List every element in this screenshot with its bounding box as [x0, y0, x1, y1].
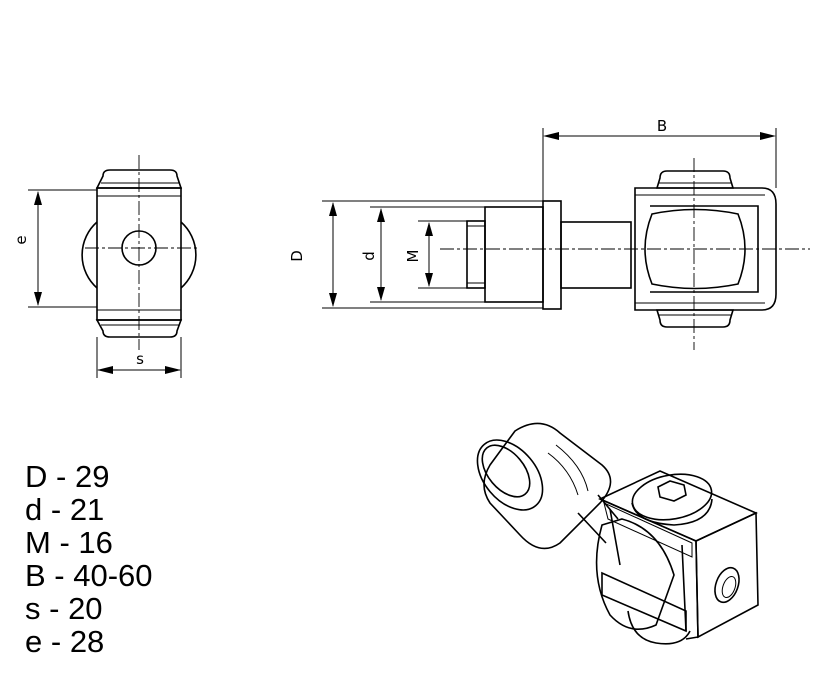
dim-label-M: M [404, 250, 422, 263]
spec-key: M [25, 525, 51, 560]
spec-separator: - [45, 558, 74, 593]
spec-key: e [25, 624, 43, 659]
isometric-view [476, 422, 759, 645]
side-view [322, 128, 810, 350]
spec-value: 40-60 [73, 558, 153, 593]
spec-key: s [25, 591, 41, 626]
dim-label-s: s [136, 350, 144, 368]
dim-label-B: B [657, 117, 667, 135]
spec-value: 29 [74, 459, 110, 494]
spec-row-d: d - 21 [25, 493, 153, 526]
spec-separator: - [47, 459, 75, 494]
spec-separator: - [50, 525, 79, 560]
front-view [28, 155, 200, 378]
dim-label-e: e [12, 235, 30, 244]
dim-label-d: d [360, 251, 378, 261]
spec-key: B [25, 558, 46, 593]
dim-label-D: D [288, 250, 306, 262]
spec-separator: - [40, 591, 69, 626]
spec-key: d [25, 492, 43, 527]
spec-row-e: e - 28 [25, 625, 153, 658]
spec-value: 21 [69, 492, 105, 527]
spec-value: 28 [69, 624, 105, 659]
spec-row-D: D - 29 [25, 460, 153, 493]
spec-row-B: B - 40-60 [25, 559, 153, 592]
spec-separator: - [42, 492, 70, 527]
spec-value: 16 [78, 525, 113, 560]
spec-value: 20 [68, 591, 103, 626]
spec-separator: - [42, 624, 70, 659]
spec-row-s: s - 20 [25, 592, 153, 625]
spec-row-M: M - 16 [25, 526, 153, 559]
spec-key: D [25, 459, 48, 494]
